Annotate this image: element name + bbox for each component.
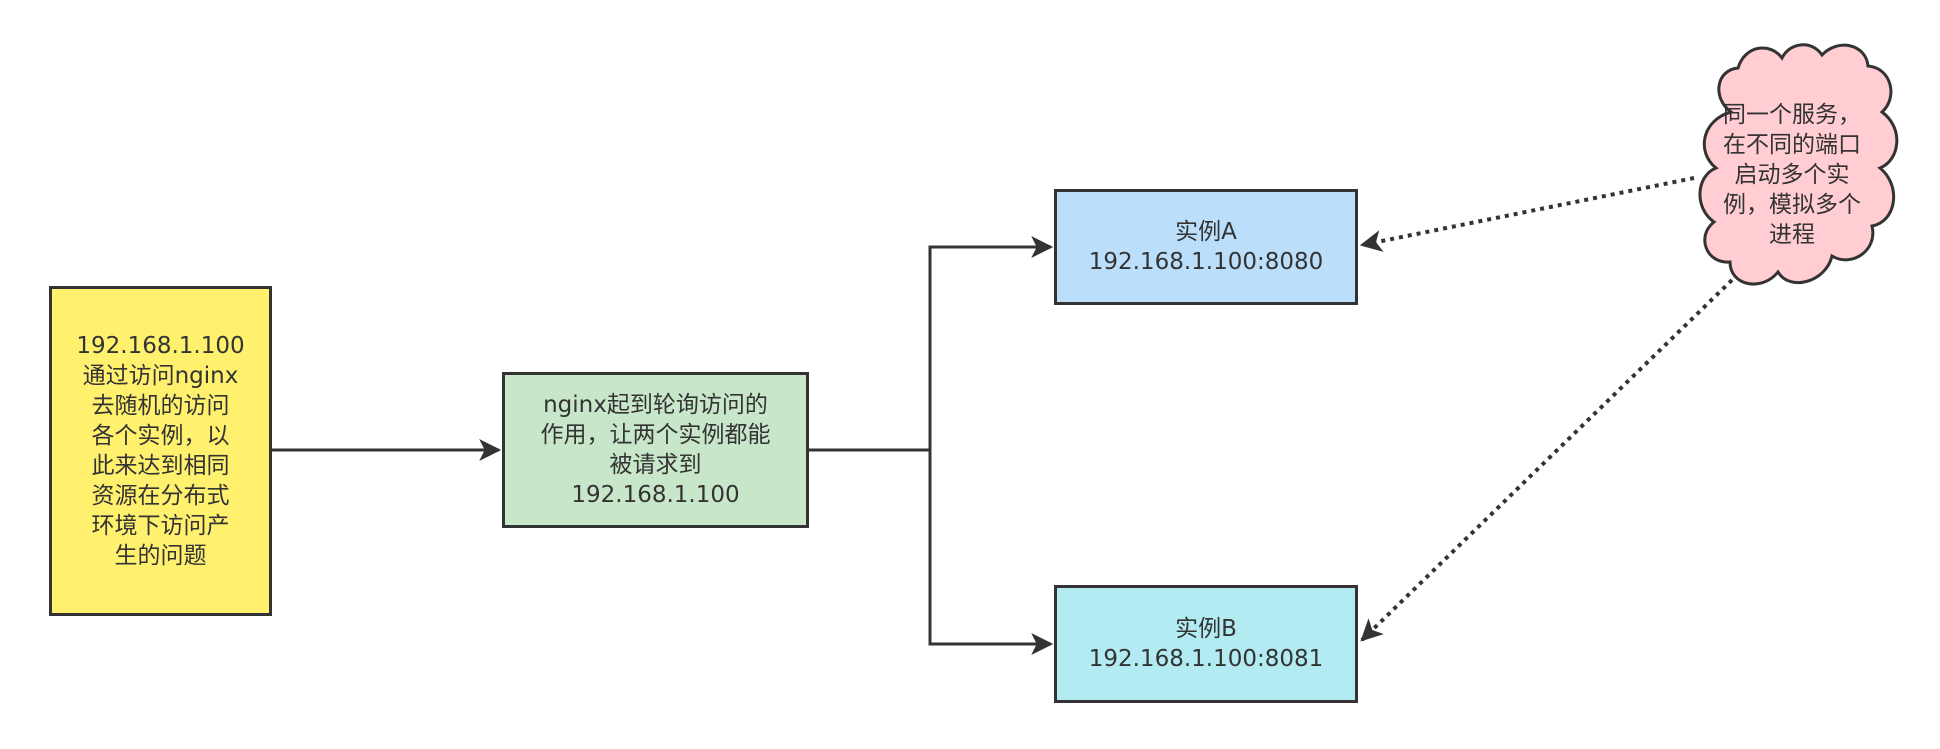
connector-note-to-instance-a [1359,176,1695,252]
connector-note-to-instance-b [1360,278,1734,642]
connector-nginx-to-instance-b [928,450,1054,655]
client-node-label: 192.168.1.100 通过访问nginx 去随机的访问 各个实例，以 此来… [76,333,245,569]
note-cloud-shape [1698,43,1899,286]
instance-a-node: 实例A 192.168.1.100:8080 [1054,189,1358,305]
client-node: 192.168.1.100 通过访问nginx 去随机的访问 各个实例，以 此来… [49,286,272,616]
instance-b-node: 实例B 192.168.1.100:8081 [1054,585,1358,703]
connector-nginx-to-instance-a [928,236,1054,450]
nginx-node-label: nginx起到轮询访问的 作用，让两个实例都能 被请求到 192.168.1.1… [540,392,771,508]
note-cloud-label: 同一个服务， 在不同的端口 启动多个实 例，模拟多个 进程 [1723,102,1861,248]
nginx-node: nginx起到轮询访问的 作用，让两个实例都能 被请求到 192.168.1.1… [502,372,809,528]
instance-a-label: 实例A 192.168.1.100:8080 [1088,219,1324,275]
instance-b-label: 实例B 192.168.1.100:8081 [1088,616,1324,672]
